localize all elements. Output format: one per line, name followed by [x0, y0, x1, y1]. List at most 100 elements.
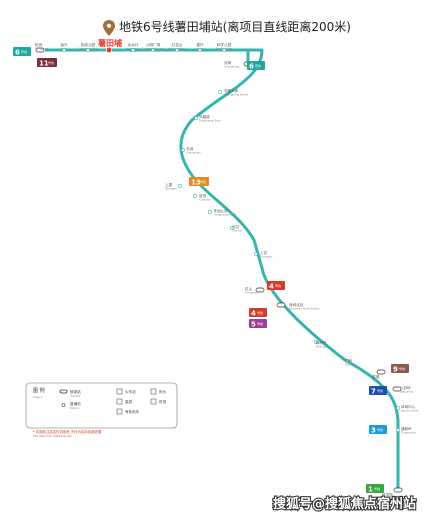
legend-title: 图 例	[33, 387, 45, 394]
hsr-icon	[116, 398, 123, 405]
station-label: 银湖	[372, 374, 380, 379]
legend-item-label: 普通站	[70, 401, 81, 406]
current-station-label: 薯田埔	[97, 38, 122, 48]
station-label-en: Shangfen	[260, 254, 273, 258]
transfer-station-marker	[376, 369, 386, 375]
line-badge	[369, 386, 387, 395]
station-label-en: Heshuikou	[126, 46, 140, 50]
station-label-en: Yuanfen	[232, 228, 243, 232]
station-label: 松岗	[35, 42, 43, 47]
station-marker	[198, 48, 202, 52]
station-label-en: Yangtaishan East	[214, 212, 236, 216]
station-marker	[86, 48, 90, 52]
station-label: 科学馆	[382, 492, 393, 497]
line-badge-label: 号线	[377, 388, 383, 393]
legend-item-en: Station	[70, 406, 80, 410]
station-label: 上屋	[165, 182, 173, 187]
station-label: 红花山	[172, 42, 183, 47]
station-label: 翰岭	[345, 358, 353, 363]
transfer-symbol-icon	[59, 389, 68, 394]
station-label: 松岗公园	[81, 42, 96, 47]
line-badge	[391, 364, 409, 373]
legend-note: * 本图标注站名仅供参考,不作为实际线路依据	[33, 429, 102, 434]
station-marker	[194, 116, 198, 120]
station-label: 光明大街	[224, 88, 239, 93]
legend: 图 例 Legend 换乘站 Transfer 普通站 Station 火车站 …	[25, 382, 178, 438]
line-badge-label: 号线	[374, 486, 380, 491]
tram-icon	[116, 408, 123, 415]
line-badge-number: 7	[371, 388, 376, 396]
station-label: 上芬	[260, 250, 268, 255]
station-label-en: Guangming	[224, 64, 239, 68]
line-badge-number: 9	[393, 366, 398, 374]
line-6-route	[45, 48, 400, 490]
transfer-station-marker	[255, 287, 265, 293]
station-marker	[181, 148, 185, 152]
station-label-en: Yinhu	[372, 378, 380, 382]
station-marker	[230, 226, 234, 230]
station-label-en: Hanling	[345, 362, 355, 366]
line-badge-label: 号线	[399, 366, 405, 371]
station-label-en: Xitou	[61, 46, 68, 50]
station-marker	[208, 210, 212, 214]
station-marker	[314, 340, 318, 344]
station-label: 红山	[245, 286, 253, 291]
line-badge-label: 号线	[257, 321, 263, 326]
station-label: 梅林关	[316, 340, 327, 345]
station-label-en: Songgang	[35, 46, 48, 50]
station-label: 官田	[199, 193, 207, 198]
station-marker	[345, 359, 349, 363]
station-label: 通新岭	[401, 426, 412, 431]
station-marker	[175, 48, 179, 52]
station-label: 楼村	[196, 42, 204, 47]
station-label-en: Shenzhen North Station	[289, 306, 320, 310]
station-label-en: Science Park	[216, 46, 233, 50]
line-badge	[13, 47, 31, 56]
station-label-en: Songgang Park	[78, 46, 98, 50]
station-label-en: Fenghuang Town	[199, 118, 221, 122]
map-header: 地铁6号线薯田埔站(离项目直线距离200米)	[103, 19, 351, 36]
airport-icon	[150, 398, 157, 405]
line-badge-label: 号线	[257, 310, 263, 315]
line-badge	[369, 425, 387, 434]
line-badge-number: 4	[269, 283, 274, 291]
station-label-en: Tongxinling	[401, 430, 416, 434]
station-marker	[178, 184, 182, 188]
line-badge-number: 1	[368, 486, 373, 494]
transfer-station-marker	[392, 386, 402, 392]
transfer-station-marker	[35, 47, 45, 53]
station-label-en: Changzhen	[186, 150, 201, 154]
legend-item-label: 换乘站	[70, 389, 81, 394]
legend-item-en: Transfer	[70, 394, 81, 398]
transfer-station-marker	[276, 302, 286, 308]
station-label-en: Guantian	[199, 197, 211, 201]
pin-center	[106, 23, 112, 28]
station-marker	[193, 194, 197, 198]
line-badge-label: 号线	[377, 427, 383, 432]
legend-item-label: 机场	[159, 399, 167, 404]
line-badge-label: 号线	[275, 283, 281, 288]
line-badge	[249, 308, 267, 317]
station-label-en: Guangming Street	[224, 92, 248, 96]
legend-item-label: 高铁	[125, 399, 133, 404]
line-badge-number: 3	[371, 427, 376, 435]
station-label-en: Science Museum	[382, 496, 404, 500]
station-label: 阳台山东	[214, 208, 229, 213]
station-label: 光明	[224, 60, 232, 65]
line-badge-number: 5	[251, 321, 256, 329]
station-label: 合水口	[128, 42, 139, 47]
station-marker	[396, 406, 400, 410]
station-label: 长圳	[186, 146, 194, 151]
legend-item-label: 有轨电车	[125, 409, 140, 414]
station-label-en: Sports Center	[401, 408, 420, 412]
station-label: 公明广场	[146, 42, 161, 47]
station-label-en: Meilinguan	[316, 344, 331, 348]
station-marker	[131, 48, 135, 52]
line-badge	[249, 319, 267, 328]
station-label-en: Shangwu	[165, 186, 177, 190]
legend-box	[25, 382, 178, 429]
station-marker	[151, 48, 155, 52]
pier-icon	[150, 388, 157, 395]
station-label: 科学公园	[217, 42, 232, 47]
line-badge-number: 6	[15, 49, 20, 57]
